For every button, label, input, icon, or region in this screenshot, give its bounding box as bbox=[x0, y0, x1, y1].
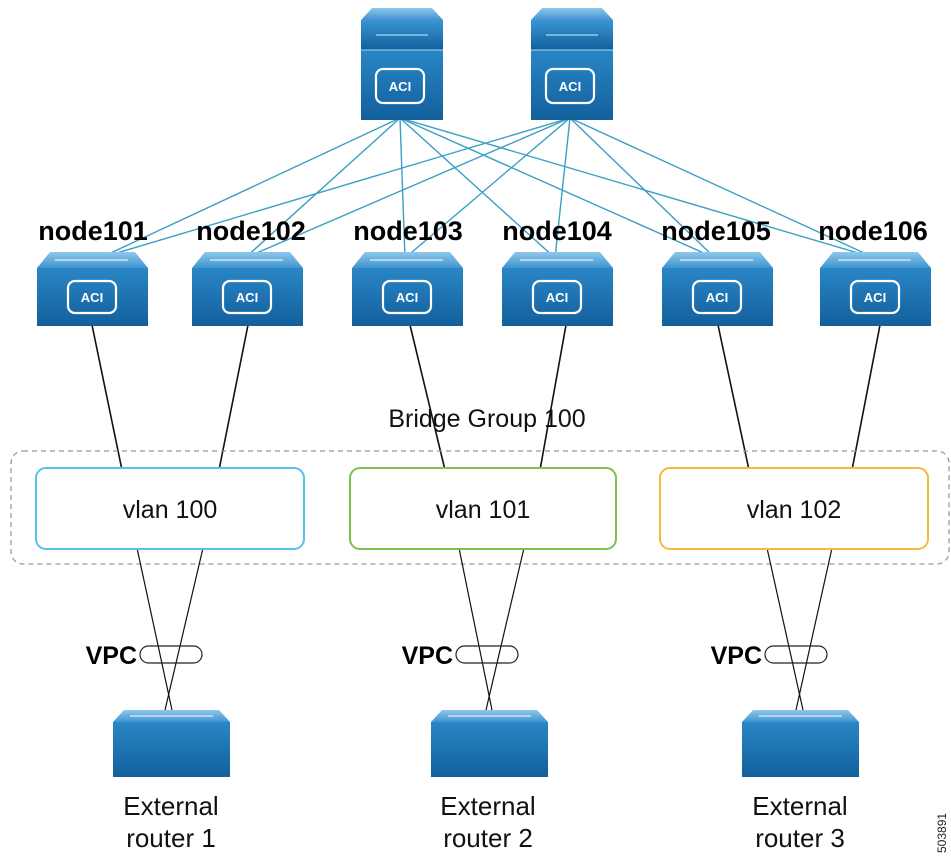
vlan-label: vlan 101 bbox=[436, 496, 531, 524]
fabric-link bbox=[244, 117, 571, 259]
router-link bbox=[458, 547, 493, 711]
router-label-line2: router 2 bbox=[443, 823, 533, 853]
svg-text:ACI: ACI bbox=[546, 290, 568, 305]
leaf-link bbox=[409, 324, 446, 471]
aci-badge-icon: ACI bbox=[381, 279, 433, 315]
fabric-link bbox=[244, 117, 401, 259]
router-link bbox=[795, 547, 833, 711]
vpc-pill-icon bbox=[764, 645, 828, 664]
aci-badge-icon: ACI bbox=[66, 279, 118, 315]
leaf-switch-node104: ACI bbox=[502, 252, 613, 326]
aci-badge-icon: ACI bbox=[374, 67, 426, 105]
leaf-label-node101: node101 bbox=[38, 216, 148, 246]
spine-switch-2: ACI bbox=[531, 8, 613, 120]
svg-text:ACI: ACI bbox=[864, 290, 886, 305]
vlan-label: vlan 102 bbox=[747, 496, 842, 524]
router-label-line2: router 1 bbox=[126, 823, 216, 853]
vpc-group-2: VPC bbox=[402, 642, 519, 670]
vpc-label: VPC bbox=[402, 642, 453, 670]
leaf-label-node105: node105 bbox=[661, 216, 771, 246]
vpc-pill-icon bbox=[455, 645, 519, 664]
leaf-link bbox=[91, 324, 123, 471]
leaf-label-node103: node103 bbox=[353, 216, 463, 246]
vpc-group-3: VPC bbox=[711, 642, 828, 670]
router-link bbox=[164, 547, 204, 711]
fabric-link bbox=[399, 117, 876, 259]
bridge-group-box bbox=[10, 450, 950, 565]
fabric-link bbox=[399, 117, 406, 259]
router-link bbox=[136, 547, 173, 711]
leaf-link bbox=[218, 324, 249, 471]
fabric-link bbox=[569, 117, 876, 259]
vlan-label: vlan 100 bbox=[123, 496, 218, 524]
svg-text:ACI: ACI bbox=[236, 290, 258, 305]
fabric-link bbox=[399, 117, 556, 259]
fabric-links bbox=[99, 117, 876, 259]
router-switch-icon-1 bbox=[113, 710, 230, 777]
svg-text:ACI: ACI bbox=[81, 290, 103, 305]
vlan-box-102 bbox=[659, 467, 929, 550]
fabric-link bbox=[99, 117, 401, 259]
fabric-link bbox=[569, 117, 716, 259]
router-link bbox=[766, 547, 804, 711]
router-switch-icon-3 bbox=[742, 710, 859, 777]
leaf-label-node102: node102 bbox=[196, 216, 306, 246]
svg-text:ACI: ACI bbox=[389, 79, 411, 94]
figure-id: 503891 bbox=[935, 813, 949, 853]
router-label-line1: External bbox=[123, 791, 218, 821]
leaf-links bbox=[91, 324, 881, 471]
leaf-label-node104: node104 bbox=[502, 216, 612, 246]
router-switch-icon-2 bbox=[431, 710, 548, 777]
leaf-label-node106: node106 bbox=[818, 216, 928, 246]
fabric-link bbox=[99, 117, 571, 259]
vlan-box-100 bbox=[35, 467, 305, 550]
leaf-link bbox=[717, 324, 750, 471]
router-link bbox=[485, 547, 525, 711]
vpc-group-1: VPC bbox=[86, 642, 203, 670]
aci-badge-icon: ACI bbox=[849, 279, 901, 315]
vpc-pill-icon bbox=[139, 645, 203, 664]
bridge-group-label: Bridge Group 100 bbox=[388, 405, 585, 433]
aci-badge-icon: ACI bbox=[221, 279, 273, 315]
router-label-line1: External bbox=[440, 791, 535, 821]
leaf-switch-node106: ACI bbox=[820, 252, 931, 326]
router-links bbox=[136, 547, 833, 711]
leaf-switch-node103: ACI bbox=[352, 252, 463, 326]
fabric-link bbox=[404, 117, 571, 259]
fabric-link bbox=[399, 117, 716, 259]
router-label-line2: router 3 bbox=[755, 823, 845, 853]
vpc-label: VPC bbox=[86, 642, 137, 670]
aci-badge-icon: ACI bbox=[691, 279, 743, 315]
aci-badge-icon: ACI bbox=[544, 67, 596, 105]
leaf-switch-node101: ACI bbox=[37, 252, 148, 326]
fabric-link bbox=[554, 117, 571, 259]
leaf-switch-node105: ACI bbox=[662, 252, 773, 326]
svg-text:ACI: ACI bbox=[559, 79, 581, 94]
svg-text:ACI: ACI bbox=[396, 290, 418, 305]
aci-badge-icon: ACI bbox=[531, 279, 583, 315]
router-label-line1: External bbox=[752, 791, 847, 821]
leaf-switch-node102: ACI bbox=[192, 252, 303, 326]
svg-text:ACI: ACI bbox=[706, 290, 728, 305]
spine-switch-1: ACI bbox=[361, 8, 443, 120]
leaf-link bbox=[539, 324, 567, 471]
vpc-label: VPC bbox=[711, 642, 762, 670]
vlan-box-101 bbox=[349, 467, 617, 550]
leaf-link bbox=[851, 324, 881, 471]
